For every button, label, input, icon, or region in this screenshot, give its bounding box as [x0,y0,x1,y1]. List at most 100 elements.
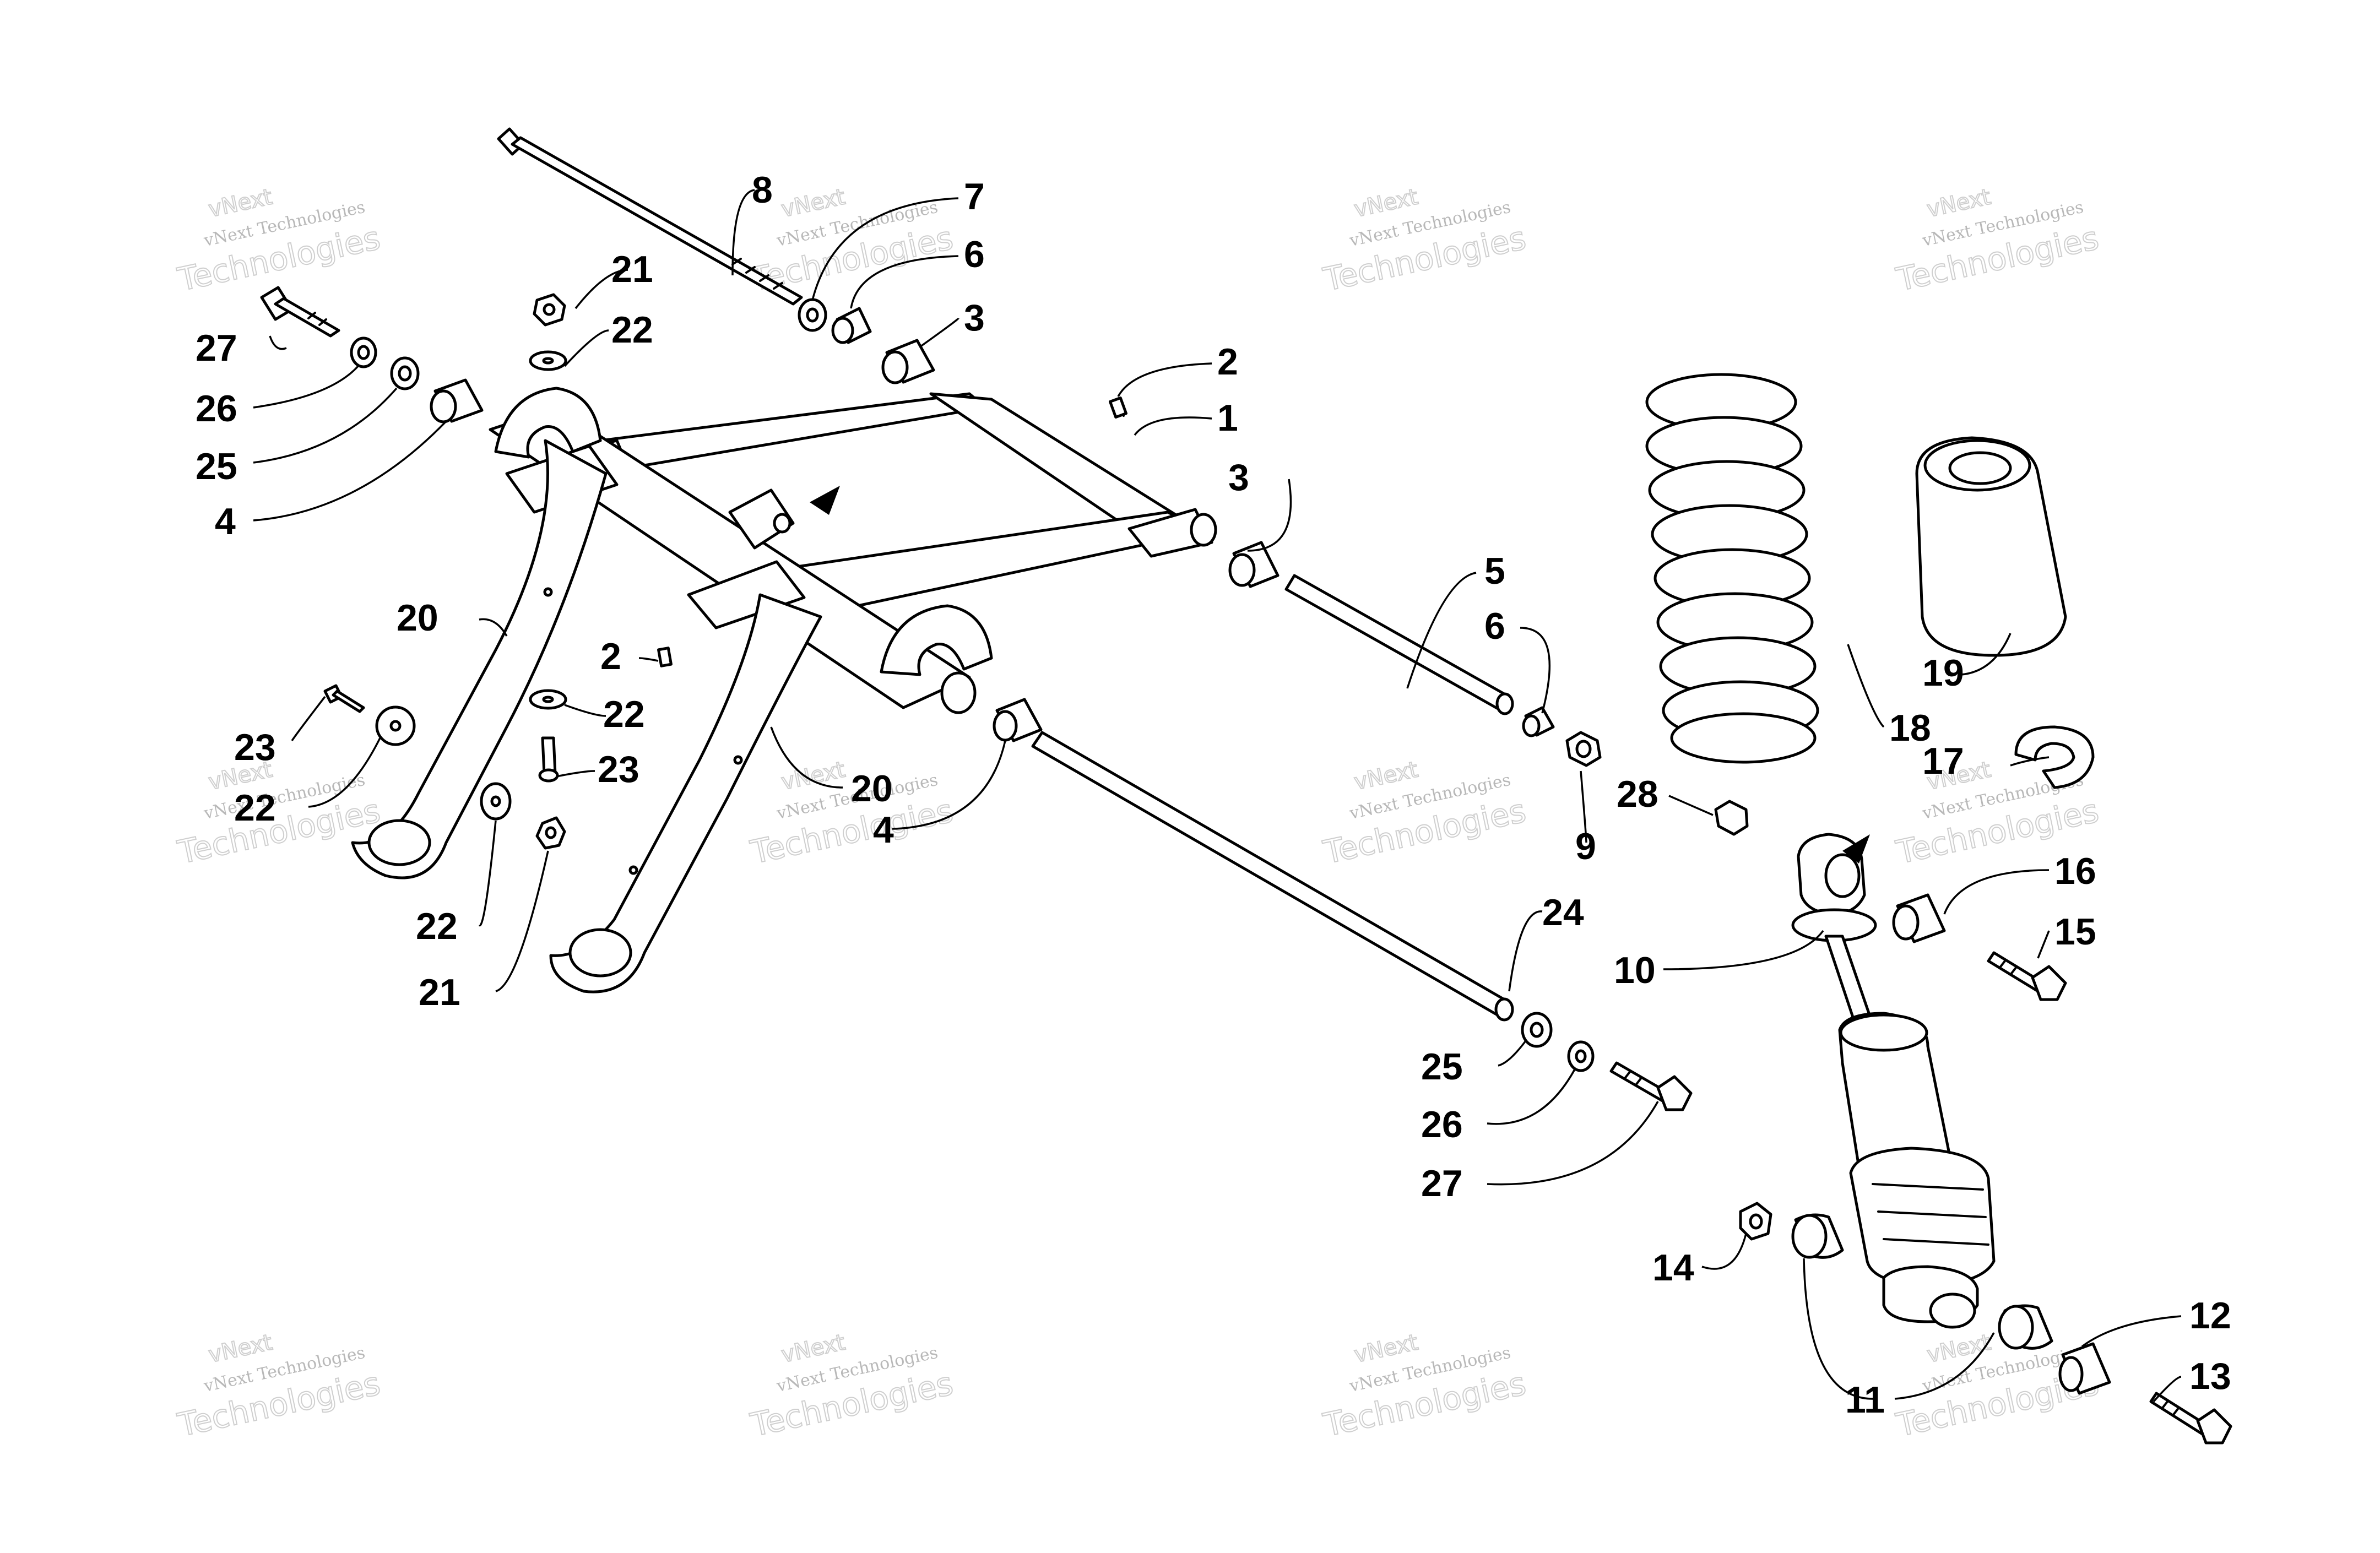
callout-22: 22 [611,309,653,351]
watermark: vNext vNext Technologies Technologies [1320,1329,1530,1445]
callout-7: 7 [964,176,985,218]
part-13-bolt [2149,1392,2232,1445]
callout-5: 5 [1484,550,1505,592]
svg-text:vNext: vNext [1925,184,1993,222]
callout-23: 23 [234,726,276,768]
part-25-washer-right [1521,1012,1553,1048]
callout-13: 13 [2189,1355,2231,1397]
part-5-shaft [1284,574,1514,715]
callout-10: 10 [1614,949,1656,991]
callout-14: 14 [1652,1247,1694,1289]
callout-8: 8 [752,169,773,211]
callout-26: 26 [196,388,237,430]
part-27-bolt-left [260,286,340,338]
watermark: vNext vNext Technologies Technologies [1893,184,2103,299]
svg-text:vNext: vNext [1352,757,1421,795]
direction-arrow-icon [1842,834,1870,864]
part-23-bolt-left [323,684,365,713]
part-8-through-bolt [497,127,803,306]
watermark: vNext vNext Technologies Technologies [1320,757,1530,872]
part-15-bolt [1987,951,2067,1001]
callout-25: 25 [1421,1046,1463,1088]
callout-27: 27 [196,327,237,369]
watermark: vNext vNext Technologies Technologies [1320,184,1530,299]
part-22-washer-top [529,350,567,371]
part-26-lock-washer-left [350,336,377,368]
callout-20: 20 [851,768,893,810]
part-3-bushing-top [881,339,935,384]
callout-2: 2 [600,636,621,677]
callout-27: 27 [1421,1163,1463,1204]
callout-25: 25 [196,446,237,487]
callout-3: 3 [1228,457,1249,498]
part-12-sleeve [2058,1342,2111,1395]
part-1-swing-arm [566,392,1217,613]
part-28-nut [1714,800,1749,836]
watermark: vNext vNext Technologies Technologies [747,1329,957,1445]
part-26-lock-washer-right [1567,1040,1595,1072]
part-20-arm-right [549,593,822,993]
callout-22: 22 [603,693,645,735]
svg-text:vNext: vNext [207,1330,275,1368]
callout-22: 22 [234,787,276,829]
callout-21: 21 [611,248,653,290]
callout-28: 28 [1617,773,1658,815]
part-6-bushing-right [1522,706,1555,737]
svg-text:vNext: vNext [1352,184,1421,222]
svg-text:vNext: vNext [207,184,275,222]
part-20-arm-left [351,439,608,879]
callout-6: 6 [1484,605,1505,647]
part-23-bolt-mid [538,736,559,783]
watermark: vNext vNext Technologies Technologies [174,1329,384,1445]
part-11-bushing-upper [1791,1213,1844,1259]
part-24-shaft [1031,731,1514,1022]
part-11-bushing-lower [1998,1304,2053,1350]
part-7-washer [798,298,827,332]
callout-23: 23 [598,748,639,790]
part-17-retainer [2014,725,2095,789]
part-16-bushing [1892,893,1946,943]
svg-text:vNext: vNext [779,1330,848,1368]
callout-21: 21 [419,971,460,1013]
part-21-nut-bottom [535,816,566,850]
part-22-washer-bottom [480,782,512,821]
callout-19: 19 [1922,652,1964,694]
callout-11: 11 [1845,1379,1885,1421]
leader-lines [253,189,2182,1403]
callout-6: 6 [964,234,985,275]
svg-text:vNext: vNext [779,184,848,222]
callout-4: 4 [873,809,894,851]
callout-12: 12 [2189,1295,2231,1337]
callout-labels: 8 7 6 3 2 1 3 5 6 9 21 22 27 26 25 4 20 … [196,169,2231,1421]
callout-16: 16 [2054,850,2096,892]
callout-15: 15 [2054,911,2096,953]
part-21-nut-top [533,293,566,327]
part-2-grease-fitting-lower [657,647,673,667]
part-27-bolt-right [1609,1061,1693,1111]
callout-22: 22 [416,905,458,947]
part-4-bushing-left [430,378,484,423]
part-6-bushing-top [831,307,872,344]
svg-text:vNext: vNext [1352,1330,1421,1368]
part-22-washer-left [375,705,416,746]
watermark: vNext vNext Technologies Technologies [174,184,384,299]
part-9-nut [1565,731,1602,767]
part-22-washer-mid [529,689,567,710]
part-3-bushing-right [1228,541,1280,588]
part-14-nut [1739,1202,1772,1241]
callout-2: 2 [1217,341,1238,383]
callout-1: 1 [1217,397,1238,439]
direction-arrow-icon [810,486,840,515]
part-4-bushing-center [993,698,1043,742]
callout-20: 20 [397,597,438,639]
callout-26: 26 [1421,1104,1463,1145]
part-25-washer-left [390,356,420,390]
callout-4: 4 [215,501,236,542]
callout-18: 18 [1889,707,1931,749]
part-19-cover [1915,436,2067,657]
callout-3: 3 [964,297,985,339]
watermark: vNext vNext Technologies Technologies [747,757,957,872]
callout-24: 24 [1542,892,1584,933]
part-18-spring [1645,373,1819,764]
